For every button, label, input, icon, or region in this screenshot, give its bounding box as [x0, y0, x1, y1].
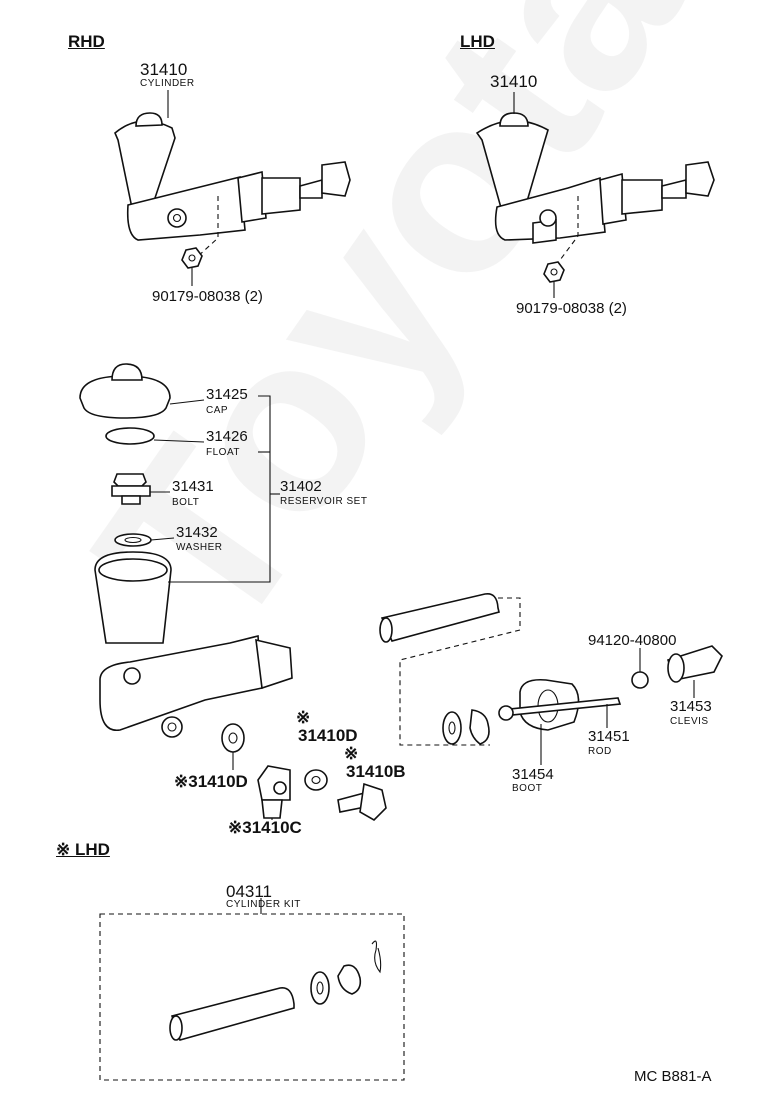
- part-name-cap: CAP: [206, 405, 229, 416]
- part-name-bolt: BOLT: [172, 497, 200, 508]
- part-number-31431: 31431: [172, 478, 214, 495]
- piston-icon: [380, 594, 499, 642]
- cylinder-icon: [100, 636, 292, 737]
- bolt-icon: [112, 474, 150, 504]
- piston-icon: [170, 988, 294, 1040]
- snap-ring-icon: [470, 710, 489, 744]
- cylinder-icon: [477, 113, 714, 243]
- part-number-31410d-right: 31410D: [298, 726, 358, 745]
- part-number-31402: 31402: [280, 478, 322, 495]
- mark-31410b: ※: [344, 744, 359, 763]
- union-icon: [258, 766, 290, 818]
- nut-icon: [632, 672, 648, 688]
- snap-ring-icon: [338, 965, 360, 994]
- part-name-clevis: CLEVIS: [670, 716, 709, 727]
- snap-ring-icon: [372, 941, 381, 972]
- part-number-04311: 04311: [226, 882, 273, 901]
- diagram-code: MC B881-A: [634, 1068, 712, 1085]
- part-number-94120-40800: 94120-40800: [588, 632, 677, 649]
- part-name-rod: ROD: [588, 746, 612, 757]
- part-number-31454: 31454: [512, 766, 554, 783]
- part-name-reservoir-set: RESERVOIR SET: [280, 496, 368, 507]
- part-number-31426: 31426: [206, 428, 248, 445]
- clevis-icon: [668, 646, 722, 682]
- gasket-icon: [311, 972, 329, 1004]
- part-name-float: FLOAT: [206, 447, 240, 458]
- part-name-boot: BOOT: [512, 783, 543, 794]
- part-number-31410-rhd: 31410: [140, 60, 188, 79]
- cylinder-icon: [115, 113, 350, 240]
- gasket-icon: [443, 712, 461, 744]
- part-number-31410b: 31410B: [346, 762, 406, 781]
- section-lhd-note: ※ LHD: [56, 840, 110, 859]
- part-number-nut-rhd: 90179-08038 (2): [152, 288, 263, 305]
- part-number-31432: 31432: [176, 524, 218, 541]
- reservoir-icon: [95, 552, 171, 643]
- section-lhd: LHD: [460, 32, 495, 51]
- float-icon: [106, 428, 154, 444]
- union-bolt-icon: [338, 784, 386, 820]
- nut-icon: [544, 262, 564, 282]
- part-number-31410-lhd: 31410: [490, 72, 538, 91]
- part-number-nut-lhd: 90179-08038 (2): [516, 300, 627, 317]
- cap-icon: [80, 364, 170, 418]
- part-number-31410d-left: ※31410D: [174, 772, 248, 791]
- section-rhd: RHD: [68, 32, 105, 51]
- gasket-icon: [222, 724, 244, 752]
- part-number-31410c: ※31410C: [228, 818, 302, 837]
- washer-icon: [115, 534, 151, 546]
- part-number-31425: 31425: [206, 386, 248, 403]
- part-number-31453: 31453: [670, 698, 712, 715]
- nut-icon: [182, 248, 202, 268]
- part-name-washer: WASHER: [176, 542, 223, 553]
- mark-31410d-right: ※: [296, 708, 311, 727]
- gasket-icon: [305, 770, 327, 790]
- part-name-cylinder: CYLINDER: [140, 78, 195, 89]
- part-number-31451: 31451: [588, 728, 630, 745]
- rod-icon: [499, 698, 620, 720]
- part-name-cylinder-kit: CYLINDER KIT: [226, 899, 301, 910]
